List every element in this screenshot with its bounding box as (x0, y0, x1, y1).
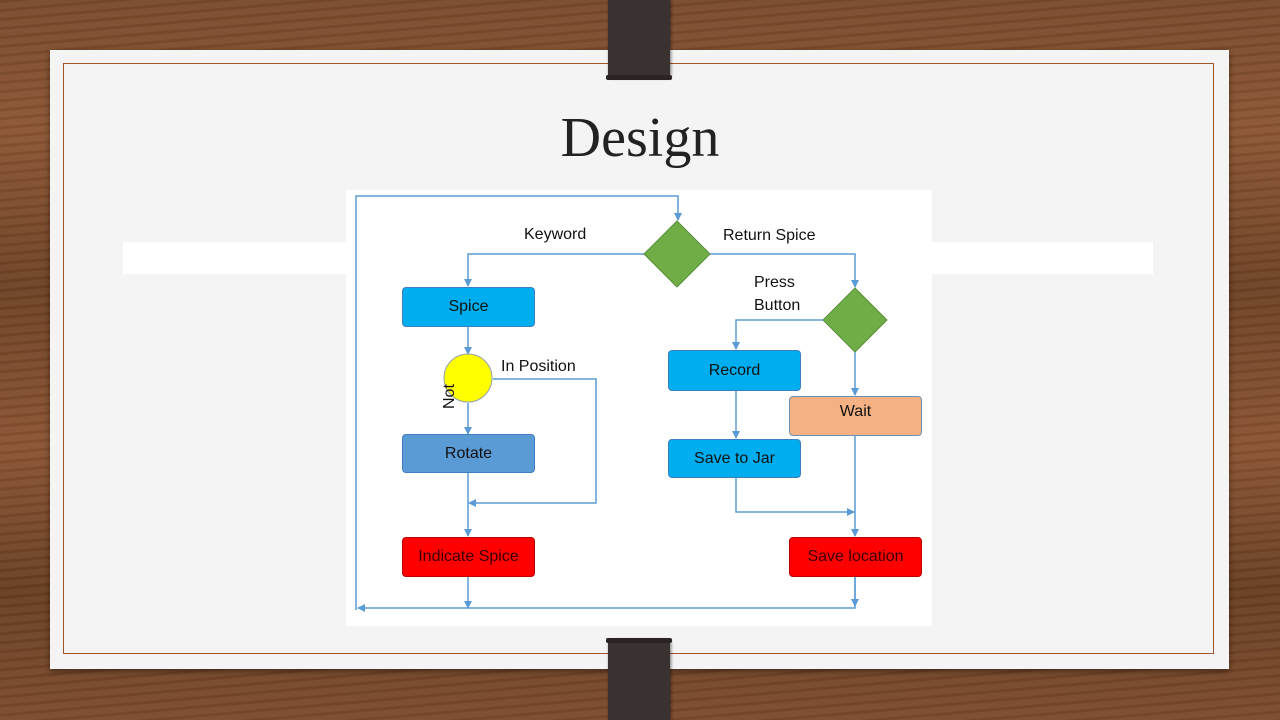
keyword-decision-diamond (643, 220, 711, 288)
press-label: Press (754, 274, 795, 291)
save-location-box: Save location (789, 537, 922, 577)
top-clip (606, 0, 672, 80)
indicate-spice-box: Indicate Spice (402, 537, 535, 577)
rotate-box: Rotate (402, 434, 535, 473)
save-to-jar-box: Save to Jar (668, 439, 801, 478)
keyword-arrow (464, 253, 644, 287)
position-check-circle (443, 353, 493, 403)
in-position-label: In Position (501, 358, 576, 375)
record-box: Record (668, 350, 801, 391)
press-button-arrow (732, 319, 823, 350)
bottom-clip (606, 638, 672, 720)
flowchart-connectors (355, 195, 888, 612)
spice-box: Spice (402, 287, 535, 327)
press-button-decision-diamond (822, 287, 888, 353)
not-label: Not (441, 384, 458, 409)
return-spice-label: Return Spice (723, 227, 816, 244)
in-position-arrow (468, 378, 597, 507)
button-label: Button (754, 297, 801, 314)
wait-box: Wait (789, 396, 922, 436)
loop-to-decision-arrow (355, 195, 682, 610)
return-spice-arrow (710, 253, 859, 288)
bottom-return-arrow (357, 577, 856, 612)
flowchart: Keyword Return Spice Press Button In Pos… (346, 190, 932, 626)
keyword-label: Keyword (524, 226, 587, 243)
jar-to-merge-arrow (735, 478, 855, 516)
slide-title: Design (560, 107, 720, 169)
